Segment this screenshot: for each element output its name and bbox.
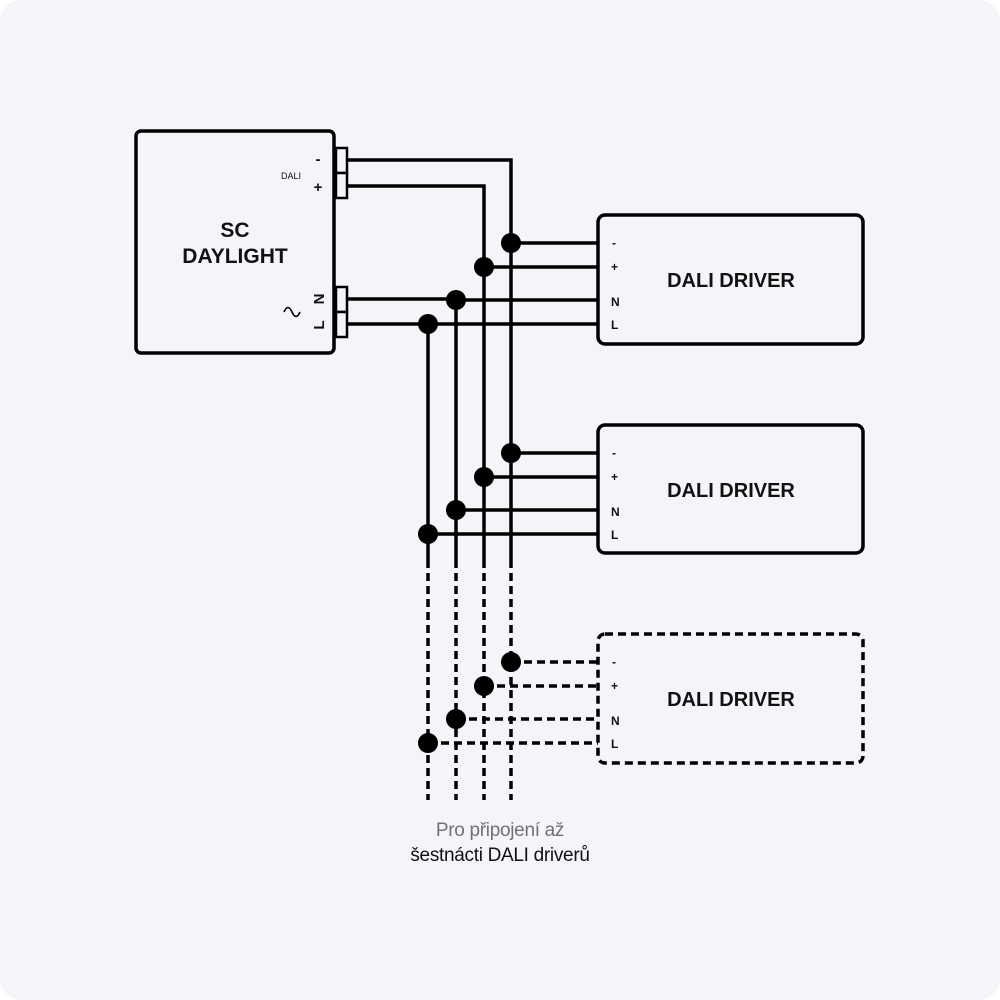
driver-box <box>596 423 865 555</box>
d2-junction-minus <box>501 443 521 463</box>
terminal-n <box>334 285 349 314</box>
d3-junction-minus <box>501 652 521 672</box>
wire-l-bus <box>347 322 430 560</box>
wire-dali-plus <box>347 184 486 560</box>
wire-dali-minus <box>347 158 513 560</box>
caption-line-1: Pro připojení až <box>435 820 565 841</box>
d3-junction-l <box>418 733 438 753</box>
terminal-l-label: L <box>611 528 618 542</box>
d2-junction-l <box>418 524 438 544</box>
driver-box <box>596 213 865 346</box>
controller-title-line1: SC <box>220 219 249 242</box>
terminal-minus-label: - <box>612 236 616 250</box>
driver-label: DALI DRIVER <box>667 480 795 502</box>
driver-label: DALI DRIVER <box>667 689 795 711</box>
power-n-label: N <box>311 294 328 305</box>
terminal-l <box>334 310 349 339</box>
terminal-plus-label: + <box>611 260 618 274</box>
dali-driver-3: - + N L DALI DRIVER <box>418 632 865 765</box>
terminal-dali-plus <box>334 171 349 200</box>
caption-line-2: šestnácti DALI driverů <box>410 845 590 866</box>
dali-driver-1: - + N L DALI DRIVER <box>418 213 865 346</box>
d1-junction-plus <box>474 257 494 277</box>
d1-junction-l <box>418 314 438 334</box>
driver-box-optional <box>596 632 865 765</box>
bus-continuation <box>426 560 513 800</box>
d3-junction-plus <box>474 676 494 696</box>
terminal-minus-label: - <box>612 655 616 669</box>
ac-power-icon <box>283 306 301 318</box>
terminal-n-label: N <box>611 505 620 519</box>
driver-label: DALI DRIVER <box>667 270 795 292</box>
dali-minus-label: - <box>316 151 321 168</box>
d2-junction-plus <box>474 467 494 487</box>
d3-junction-n <box>446 709 466 729</box>
d2-junction-n <box>446 500 466 520</box>
terminal-plus-label: + <box>611 470 618 484</box>
dali-terminal-label: DALI <box>281 171 301 181</box>
terminal-n-label: N <box>611 295 620 309</box>
controller-title-line2: DAYLIGHT <box>182 245 288 268</box>
terminal-dali-minus <box>334 146 349 175</box>
terminal-l-label: L <box>611 737 618 751</box>
bus-wires <box>347 158 513 560</box>
dali-plus-label: + <box>314 179 323 196</box>
terminal-l-label: L <box>611 318 618 332</box>
d1-junction-minus <box>501 233 521 253</box>
terminal-plus-label: + <box>611 679 618 693</box>
terminal-minus-label: - <box>612 446 616 460</box>
power-l-label: L <box>311 320 328 329</box>
dali-driver-2: - + N L DALI DRIVER <box>418 423 865 555</box>
sc-daylight-box <box>134 129 336 355</box>
terminal-n-label: N <box>611 714 620 728</box>
d1-junction-n <box>446 290 466 310</box>
controller-terminals <box>334 146 349 339</box>
